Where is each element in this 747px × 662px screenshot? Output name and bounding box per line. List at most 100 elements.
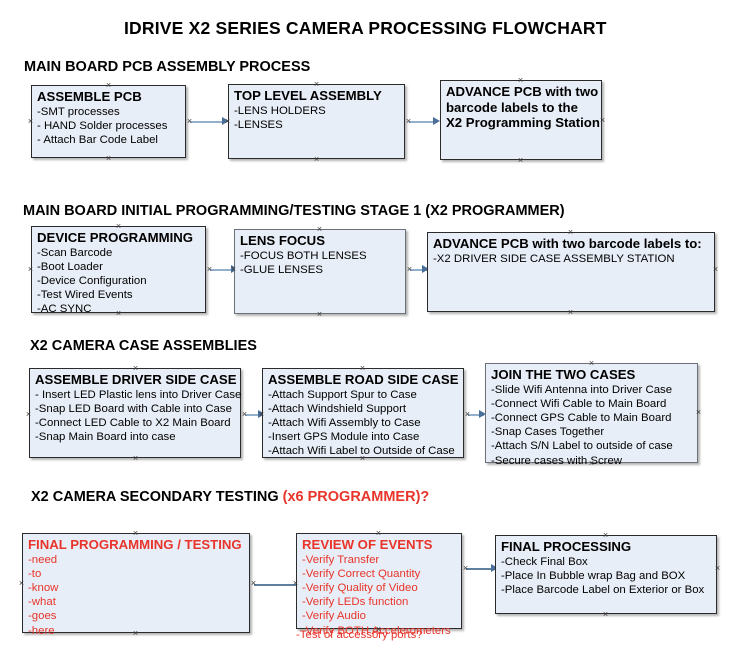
node-line: barcode labels to the — [446, 99, 578, 115]
node-top-level-assembly[interactable]: TOP LEVEL ASSEMBLY -LENS HOLDERS -LENSES — [228, 84, 405, 159]
node-line: - Attach Bar Code Label — [37, 133, 158, 146]
selection-handle[interactable] — [567, 309, 574, 316]
selection-handle[interactable] — [115, 310, 122, 317]
selection-handle[interactable] — [599, 117, 606, 124]
selection-handle[interactable] — [462, 565, 469, 572]
selection-handle[interactable] — [359, 365, 366, 372]
node-device-programming[interactable]: DEVICE PROGRAMMING -Scan Barcode -Boot L… — [31, 226, 206, 315]
node-title: TOP LEVEL ASSEMBLY — [234, 88, 382, 103]
section-heading-pcb-assembly: MAIN BOARD PCB ASSEMBLY PROCESS — [24, 59, 311, 75]
selection-handle[interactable] — [602, 532, 609, 539]
selection-handle[interactable] — [712, 266, 719, 273]
node-line: -Check Final Box — [501, 555, 588, 568]
node-line: -SMT processes — [37, 105, 120, 118]
selection-handle[interactable] — [714, 565, 721, 572]
selection-handle[interactable] — [258, 411, 265, 418]
connector-arrow — [190, 121, 225, 123]
node-final-processing[interactable]: FINAL PROCESSING -Check Final Box -Place… — [495, 535, 717, 614]
section-heading-text: X2 CAMERA SECONDARY TESTING — [31, 489, 283, 505]
node-line: -Boot Loader — [37, 260, 103, 273]
node-review-of-events[interactable]: REVIEW OF EVENTS -Verify Transfer -Verif… — [296, 533, 462, 637]
node-line: -Verify Transfer — [302, 553, 380, 566]
node-line: -Slide Wifi Antenna into Driver Case — [491, 383, 673, 396]
node-line: -LENS HOLDERS — [234, 104, 326, 117]
selection-handle[interactable] — [132, 455, 139, 462]
selection-handle[interactable] — [316, 311, 323, 318]
node-final-programming-testing[interactable]: FINAL PROGRAMMING / TESTING -need -to -k… — [22, 533, 250, 637]
selection-handle[interactable] — [695, 409, 702, 416]
selection-handle[interactable] — [27, 266, 34, 273]
node-assemble-pcb[interactable]: ASSEMBLE PCB -SMT processes - HAND Solde… — [31, 85, 186, 158]
selection-handle[interactable] — [230, 266, 237, 273]
node-line: -to — [28, 567, 42, 580]
node-line: -Verify LEDs function — [302, 596, 409, 609]
node-line: -Attach Wifi Assembly to Case — [268, 416, 421, 429]
node-line: -Insert GPS Module into Case — [268, 431, 420, 444]
selection-handle[interactable] — [375, 626, 382, 633]
selection-handle[interactable] — [464, 411, 471, 418]
selection-handle[interactable] — [224, 118, 231, 125]
selection-handle[interactable] — [132, 365, 139, 372]
selection-handle[interactable] — [206, 266, 213, 273]
connector-arrow — [468, 414, 484, 416]
connector-arrow — [410, 269, 427, 271]
node-line: - Insert LED Plastic lens into Driver Ca… — [35, 388, 242, 401]
selection-handle[interactable] — [517, 157, 524, 164]
node-join-the-two-cases[interactable]: JOIN THE TWO CASES -Slide Wifi Antenna i… — [485, 363, 698, 467]
selection-handle[interactable] — [316, 226, 323, 233]
section-heading-case-assemblies: X2 CAMERA CASE ASSEMBLIES — [30, 338, 257, 354]
selection-handle[interactable] — [132, 630, 139, 637]
node-line-overflow: -Test of accessory ports? — [296, 629, 423, 641]
selection-handle[interactable] — [105, 155, 112, 162]
node-title: JOIN THE TWO CASES — [491, 367, 636, 382]
selection-handle[interactable] — [359, 455, 366, 462]
selection-handle[interactable] — [567, 229, 574, 236]
selection-handle[interactable] — [105, 82, 112, 89]
selection-handle[interactable] — [313, 156, 320, 163]
node-line: -X2 DRIVER SIDE CASE ASSEMBLY STATION — [433, 252, 675, 265]
node-advance-pcb-driver-side-station[interactable]: ADVANCE PCB with two barcode labels to: … — [427, 232, 715, 312]
selection-handle[interactable] — [186, 118, 193, 125]
node-line: -Attach S/N Label to outside of case — [491, 440, 673, 453]
selection-handle[interactable] — [517, 77, 524, 84]
selection-handle[interactable] — [588, 360, 595, 367]
selection-handle[interactable] — [313, 81, 320, 88]
arrowhead-icon — [491, 564, 498, 572]
selection-handle[interactable] — [588, 460, 595, 467]
node-line: -what — [28, 596, 56, 609]
node-line: -Place In Bubble wrap Bag and BOX — [501, 569, 686, 582]
node-line: -Attach Wifi Label to Outside of Case — [268, 445, 455, 458]
node-title: ADVANCE PCB with two barcode labels to: — [433, 236, 702, 251]
selection-handle[interactable] — [27, 118, 34, 125]
node-line: - HAND Solder processes — [37, 119, 168, 132]
selection-handle[interactable] — [241, 411, 248, 418]
selection-handle[interactable] — [406, 266, 413, 273]
selection-handle[interactable] — [115, 223, 122, 230]
selection-handle[interactable] — [292, 580, 299, 587]
selection-handle[interactable] — [405, 118, 412, 125]
connector-arrow — [245, 414, 263, 416]
node-line: -Attach Windshield Support — [268, 402, 407, 415]
node-line: -Snap LED Board with Cable into Case — [35, 402, 232, 415]
node-line: -Connect LED Cable to X2 Main Board — [35, 416, 231, 429]
selection-handle[interactable] — [25, 411, 32, 418]
selection-handle[interactable] — [250, 580, 257, 587]
node-assemble-road-side-case[interactable]: ASSEMBLE ROAD SIDE CASE -Attach Support … — [262, 368, 464, 458]
connector-arrow — [210, 269, 235, 271]
node-assemble-driver-side-case[interactable]: ASSEMBLE DRIVER SIDE CASE - Insert LED P… — [29, 368, 241, 458]
arrowhead-icon — [433, 117, 440, 125]
node-line: -GLUE LENSES — [240, 263, 323, 276]
node-advance-pcb-programming-station[interactable]: ADVANCE PCB with two barcode labels to t… — [440, 80, 602, 160]
selection-handle[interactable] — [602, 611, 609, 618]
section-heading-red-text: (x6 PROGRAMMER)? — [282, 489, 430, 505]
node-line: -Verify Correct Quantity — [302, 567, 421, 580]
arrowhead-icon — [422, 265, 429, 273]
node-lens-focus[interactable]: LENS FOCUS -FOCUS BOTH LENSES -GLUE LENS… — [234, 229, 406, 314]
node-title: ADVANCE PCB with two — [446, 84, 599, 99]
selection-handle[interactable] — [375, 530, 382, 537]
selection-handle[interactable] — [18, 580, 25, 587]
node-line: -Test Wired Events — [37, 289, 133, 302]
selection-handle[interactable] — [132, 530, 139, 537]
node-line: -Snap Cases Together — [491, 426, 605, 439]
